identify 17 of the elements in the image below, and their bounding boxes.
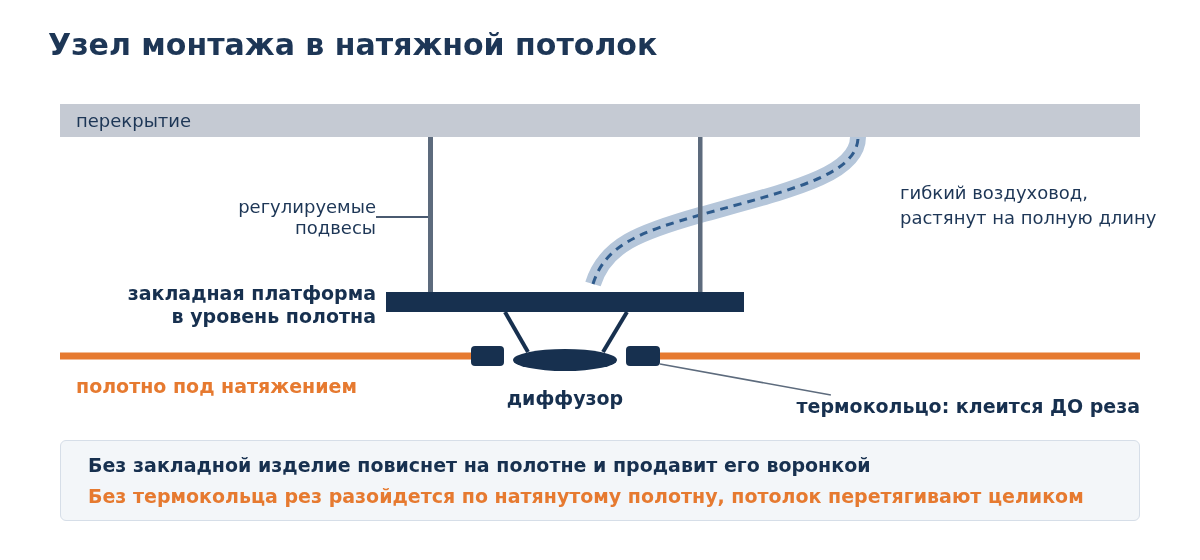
- ceiling-slab: [60, 104, 1140, 137]
- note-text: Без закладной изделие повиснет на полотне и продавит его воронкой: [88, 453, 871, 478]
- part-label: диффузор: [505, 387, 625, 409]
- thermal-ring: [471, 346, 504, 366]
- hanger-rod: [428, 137, 433, 292]
- thermal-ring: [626, 346, 660, 366]
- callout-label: регулируемые подвесы: [216, 196, 376, 238]
- diagram-title: Узел монтажа в натяжной потолок: [48, 27, 658, 62]
- warning-text: Без термокольца рез разойдется по натянутому полотну, потолок перетягивают целиком: [88, 484, 1084, 509]
- part-label: закладная платформа в уровень полотна: [126, 282, 376, 328]
- note-panel: [60, 440, 1140, 521]
- leader-line: [659, 363, 832, 396]
- leader-line: [375, 216, 429, 218]
- part-label: полотно под натяжением: [76, 375, 357, 397]
- slab-label: перекрытие: [76, 109, 192, 133]
- callout-label: термокольцо: клеится ДО реза: [796, 395, 1140, 417]
- part-label: гибкий воздуховод, растянут на полную длину: [900, 181, 1158, 230]
